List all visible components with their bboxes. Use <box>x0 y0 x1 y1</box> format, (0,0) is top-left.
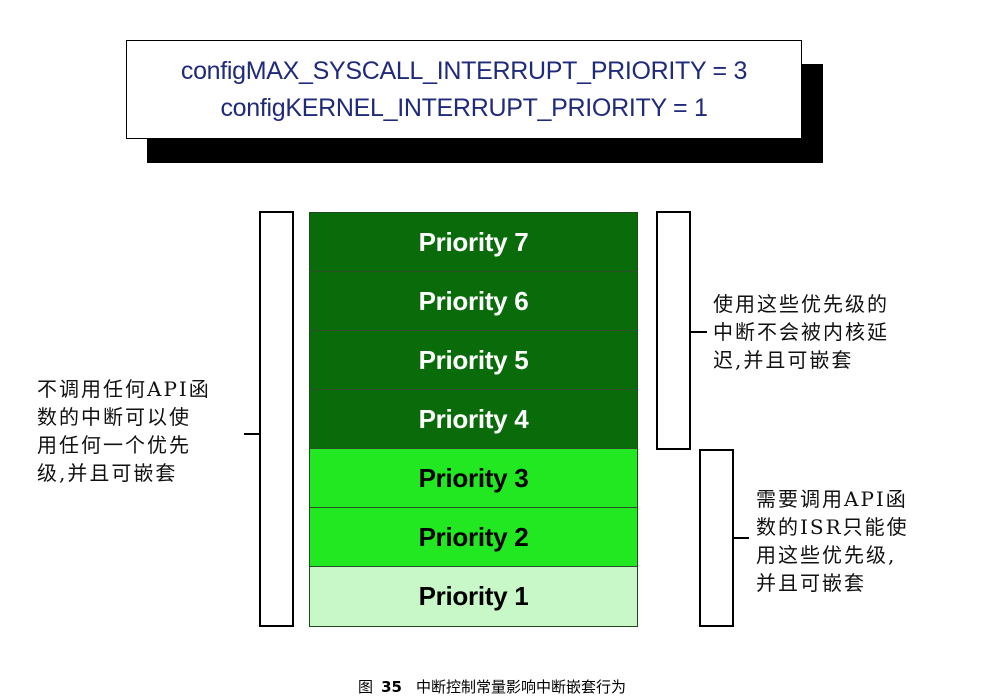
right-top-bracket <box>656 211 691 450</box>
caption-title: 中断控制常量影响中断嵌套行为 <box>415 678 626 696</box>
right-bottom-note: 需要调用API函 数的ISR只能使 用这些优先级, 并且可嵌套 <box>756 487 909 595</box>
priority-stack: Priority 7 Priority 6 Priority 5 Priority 4… <box>309 212 638 627</box>
priority-row: Priority 3 <box>310 449 637 508</box>
priority-label: Priority 2 <box>418 521 529 552</box>
priority-row: Priority 7 <box>310 213 637 272</box>
right-bottom-bracket-tick <box>733 537 749 539</box>
priority-label: Priority 6 <box>418 285 529 316</box>
priority-label: Priority 5 <box>418 344 529 375</box>
right-bottom-bracket <box>699 449 734 627</box>
caption-prefix: 图 <box>358 678 374 696</box>
left-note: 不调用任何API函 数的中断可以使 用任何一个优先 级,并且可嵌套 <box>37 377 211 485</box>
config-kernel-line: configKERNEL_INTERRUPT_PRIORITY = 1 <box>220 93 708 122</box>
right-top-bracket-tick <box>690 331 707 333</box>
left-bracket <box>259 211 294 627</box>
priority-row: Priority 2 <box>310 508 637 567</box>
priority-label: Priority 7 <box>418 226 529 257</box>
priority-label: Priority 1 <box>418 581 529 611</box>
left-bracket-tick <box>244 433 260 435</box>
priority-row: Priority 5 <box>310 331 637 390</box>
priority-label: Priority 4 <box>418 403 529 434</box>
config-box: configMAX_SYSCALL_INTERRUPT_PRIORITY = 3… <box>126 40 802 139</box>
priority-row: Priority 4 <box>310 390 637 449</box>
figure-caption: 图 35 中断控制常量影响中断嵌套行为 <box>0 676 984 697</box>
priority-label: Priority 3 <box>418 462 529 493</box>
priority-row: Priority 6 <box>310 272 637 331</box>
priority-row: Priority 1 <box>310 567 637 626</box>
config-max-syscall-line: configMAX_SYSCALL_INTERRUPT_PRIORITY = 3 <box>180 56 748 85</box>
caption-number: 35 <box>381 678 402 696</box>
right-top-note: 使用这些优先级的 中断不会被内核延 迟,并且可嵌套 <box>713 292 889 372</box>
